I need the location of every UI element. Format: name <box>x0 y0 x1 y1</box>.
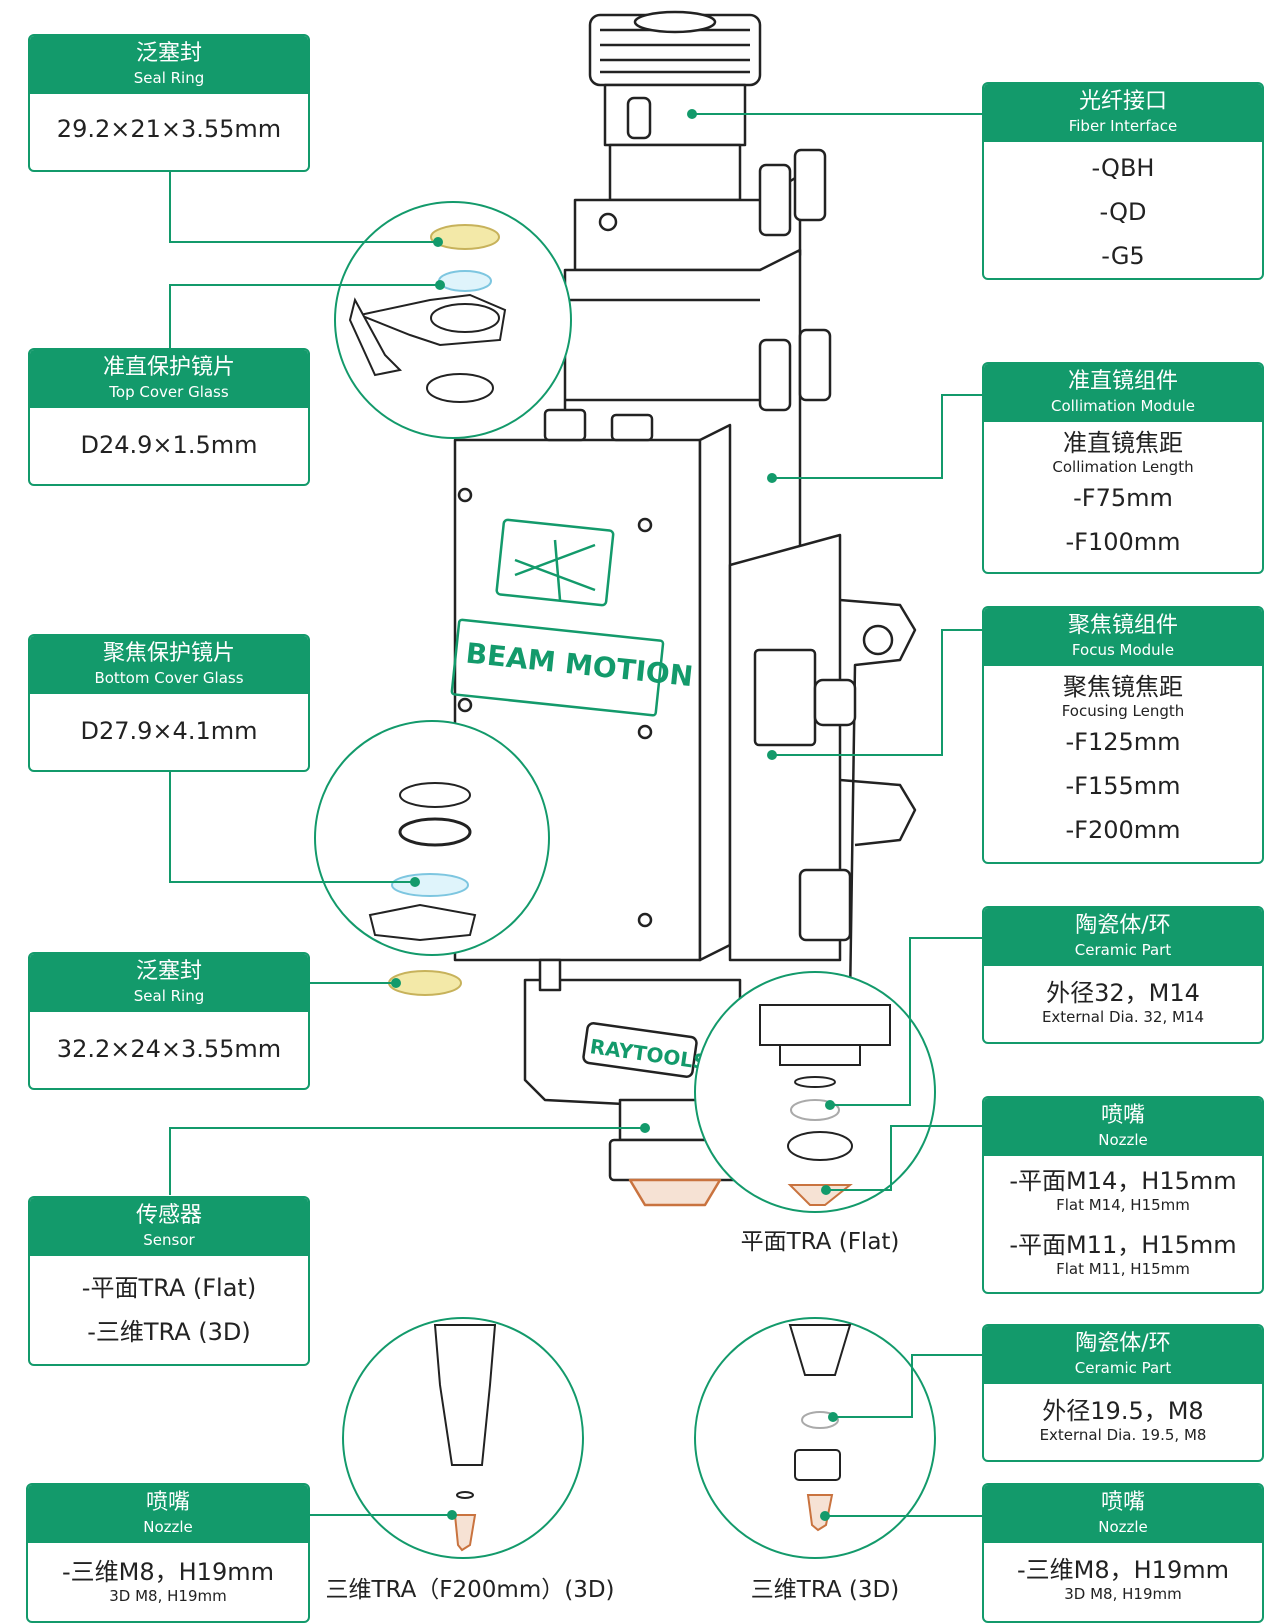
seal-ring-top-spec: 29.2×21×3.55mm <box>56 115 282 143</box>
top-cover-glass-spec: D24.9×1.5mm <box>80 431 258 459</box>
nozzle-spec-zh: -三维M8，H19mm <box>62 1558 274 1586</box>
ceramic-spec-zh: 外径19.5，M8 <box>1042 1397 1204 1425</box>
fiber-interface-box: 光纤接口 Fiber Interface -QBH -QD -G5 <box>982 82 1264 280</box>
seal-ring-bottom-box: 泛塞封 Seal Ring 32.2×24×3.55mm <box>28 952 310 1090</box>
ceramic-spec-zh: 外径32，M14 <box>1046 979 1200 1007</box>
nozzle-spec-zh: -三维M8，H19mm <box>1017 1556 1229 1584</box>
fiber-option: -QBH <box>1091 154 1155 182</box>
focus-option: -F155mm <box>1065 772 1181 800</box>
nozzle-3d-right-box: 喷嘴 Nozzle -三维M8，H19mm 3D M8, H19mm <box>982 1483 1264 1623</box>
box-header: 泛塞封 Seal Ring <box>30 36 308 94</box>
seal-ring-bottom-spec: 32.2×24×3.55mm <box>56 1035 282 1063</box>
caption-flat-tra: 平面TRA (Flat) <box>740 1229 900 1255</box>
bottom-cover-glass-spec: D27.9×4.1mm <box>80 717 258 745</box>
nozzle-spec-en: 3D M8, H19mm <box>1064 1585 1182 1603</box>
box-title-zh: 陶瓷体/环 <box>1075 1331 1171 1356</box>
box-title-zh: 陶瓷体/环 <box>1075 913 1171 938</box>
box-title-en: Nozzle <box>1098 1518 1148 1536</box>
collimation-length-label-en: Collimation Length <box>1052 458 1194 476</box>
box-title-zh: 准直镜组件 <box>1067 369 1178 394</box>
sensor-option: -平面TRA (Flat) <box>81 1274 257 1302</box>
nozzle-spec-en: 3D M8, H19mm <box>109 1587 227 1605</box>
collimation-option: -F100mm <box>1065 528 1181 556</box>
nozzle-flat-box: 喷嘴 Nozzle -平面M14，H15mm Flat M14, H15mm -… <box>982 1096 1264 1294</box>
box-title-zh: 传感器 <box>135 1203 202 1228</box>
sensor-box: 传感器 Sensor -平面TRA (Flat) -三维TRA (3D) <box>28 1196 310 1366</box>
caption-3d-tra: 三维TRA (3D) <box>750 1577 900 1603</box>
box-title-zh: 喷嘴 <box>1100 1103 1145 1128</box>
box-title-en: Top Cover Glass <box>109 383 229 401</box>
nozzle-flat-option-en: Flat M11, H15mm <box>1056 1260 1190 1278</box>
flat-nozzle-detail-circle <box>694 971 936 1213</box>
nozzle-flat-option-zh: -平面M11，H15mm <box>1009 1231 1237 1259</box>
nozzle-flat-option-zh: -平面M14，H15mm <box>1009 1167 1237 1195</box>
bottom-cover-glass-box: 聚焦保护镜片 Bottom Cover Glass D27.9×4.1mm <box>28 634 310 772</box>
box-title-zh: 聚焦保护镜片 <box>102 641 235 666</box>
top-cover-glass-box: 准直保护镜片 Top Cover Glass D24.9×1.5mm <box>28 348 310 486</box>
ceramic-spec-en: External Dia. 19.5, M8 <box>1039 1426 1207 1444</box>
ceramic-part-flat-box: 陶瓷体/环 Ceramic Part 外径32，M14 External Dia… <box>982 906 1264 1044</box>
box-title-en: Bottom Cover Glass <box>94 669 244 687</box>
bottom-detail-circle <box>314 720 550 956</box>
collimation-length-label-zh: 准直镜焦距 <box>1063 429 1183 457</box>
box-title-zh: 准直保护镜片 <box>102 355 235 380</box>
fiber-option: -QD <box>1099 198 1147 226</box>
box-title-en: Fiber Interface <box>1068 117 1178 135</box>
box-title-en: Sensor <box>143 1231 195 1249</box>
ceramic-part-3d-box: 陶瓷体/环 Ceramic Part 外径19.5，M8 External Di… <box>982 1324 1264 1462</box>
caption-f200-3d-tra: 三维TRA（F200mm）(3D) <box>325 1577 615 1603</box>
focus-option: -F200mm <box>1065 816 1181 844</box>
box-title-zh: 光纤接口 <box>1078 89 1167 114</box>
ceramic-spec-en: External Dia. 32, M14 <box>1041 1008 1205 1026</box>
seal-ring-top-box: 泛塞封 Seal Ring 29.2×21×3.55mm <box>28 34 310 172</box>
box-title-zh: 泛塞封 <box>135 959 202 984</box>
focusing-length-label-zh: 聚焦镜焦距 <box>1063 673 1183 701</box>
box-title-zh: 泛塞封 <box>135 41 202 66</box>
box-title-zh: 喷嘴 <box>145 1490 190 1515</box>
box-title-en: Focus Module <box>1071 641 1175 659</box>
box-title-en: Ceramic Part <box>1074 941 1172 959</box>
collimation-module-box: 准直镜组件 Collimation Module 准直镜焦距 Collimati… <box>982 362 1264 574</box>
box-title-en: Ceramic Part <box>1074 1359 1172 1377</box>
focus-option: -F125mm <box>1065 728 1181 756</box>
nozzle-flat-option-en: Flat M14, H15mm <box>1056 1196 1190 1214</box>
fiber-option: -G5 <box>1101 242 1145 270</box>
box-title-en: Nozzle <box>143 1518 193 1536</box>
sensor-option: -三维TRA (3D) <box>87 1318 251 1346</box>
3d-detail-circle <box>694 1317 936 1559</box>
box-title-zh: 喷嘴 <box>1100 1490 1145 1515</box>
focusing-length-label-en: Focusing Length <box>1061 702 1185 720</box>
box-title-en: Collimation Module <box>1050 397 1195 415</box>
box-title-en: Seal Ring <box>133 987 205 1005</box>
nozzle-3d-left-box: 喷嘴 Nozzle -三维M8，H19mm 3D M8, H19mm <box>26 1483 310 1623</box>
collimation-option: -F75mm <box>1073 484 1173 512</box>
box-title-en: Nozzle <box>1098 1131 1148 1149</box>
box-title-en: Seal Ring <box>133 69 205 87</box>
box-title-zh: 聚焦镜组件 <box>1067 613 1178 638</box>
focus-module-box: 聚焦镜组件 Focus Module 聚焦镜焦距 Focusing Length… <box>982 606 1264 864</box>
